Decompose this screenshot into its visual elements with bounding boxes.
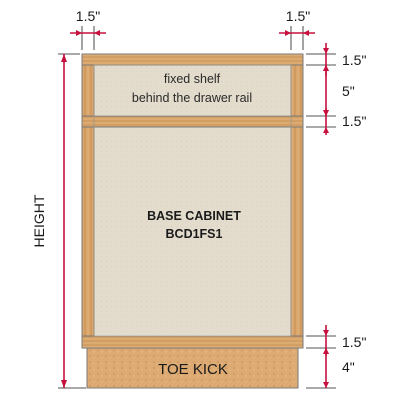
cabinet-code: BCD1FS1	[166, 227, 223, 241]
dim-right-shelf-space: 5"	[323, 65, 355, 116]
right-side-stile	[290, 53, 304, 349]
dim-top-left: 1.5"	[70, 8, 106, 50]
cabinet-name: BASE CABINET	[147, 209, 241, 223]
dim-right-shelf-space-label: 5"	[342, 83, 355, 99]
dim-right-drawer-rail-label: 1.5"	[342, 113, 366, 129]
dim-right-bottom: 1.5"	[323, 325, 366, 356]
drawer-rail	[81, 115, 304, 128]
dim-top-right: 1.5"	[279, 8, 315, 50]
left-side-stile	[81, 53, 95, 349]
dim-right-extension-lines	[306, 53, 336, 389]
shelf-label-line1: fixed shelf	[164, 72, 221, 86]
dim-right-bottom-label: 1.5"	[342, 334, 366, 350]
shelf-space-panel	[94, 65, 291, 115]
dim-top-left-label: 1.5"	[76, 8, 100, 24]
dim-height-label: HEIGHT	[31, 194, 47, 247]
dim-top-right-label: 1.5"	[286, 8, 310, 24]
toe-kick-label: TOE KICK	[158, 361, 228, 378]
dim-right-toe-kick: 4"	[323, 348, 355, 388]
top-rail	[81, 53, 304, 66]
dim-right-toe-kick-label: 4"	[342, 359, 355, 375]
dim-right-top-rail: 1.5"	[323, 43, 366, 76]
back-panel	[94, 127, 291, 335]
cabinet-box	[81, 53, 304, 389]
dim-right-top-rail-label: 1.5"	[342, 52, 366, 68]
dim-right-drawer-rail: 1.5"	[323, 108, 366, 135]
toe-kick	[86, 347, 299, 389]
panel-outline	[93, 64, 292, 337]
shelf-label-line2: behind the drawer rail	[132, 91, 252, 105]
bottom-rail	[81, 335, 304, 349]
dim-height: HEIGHT	[31, 53, 86, 389]
